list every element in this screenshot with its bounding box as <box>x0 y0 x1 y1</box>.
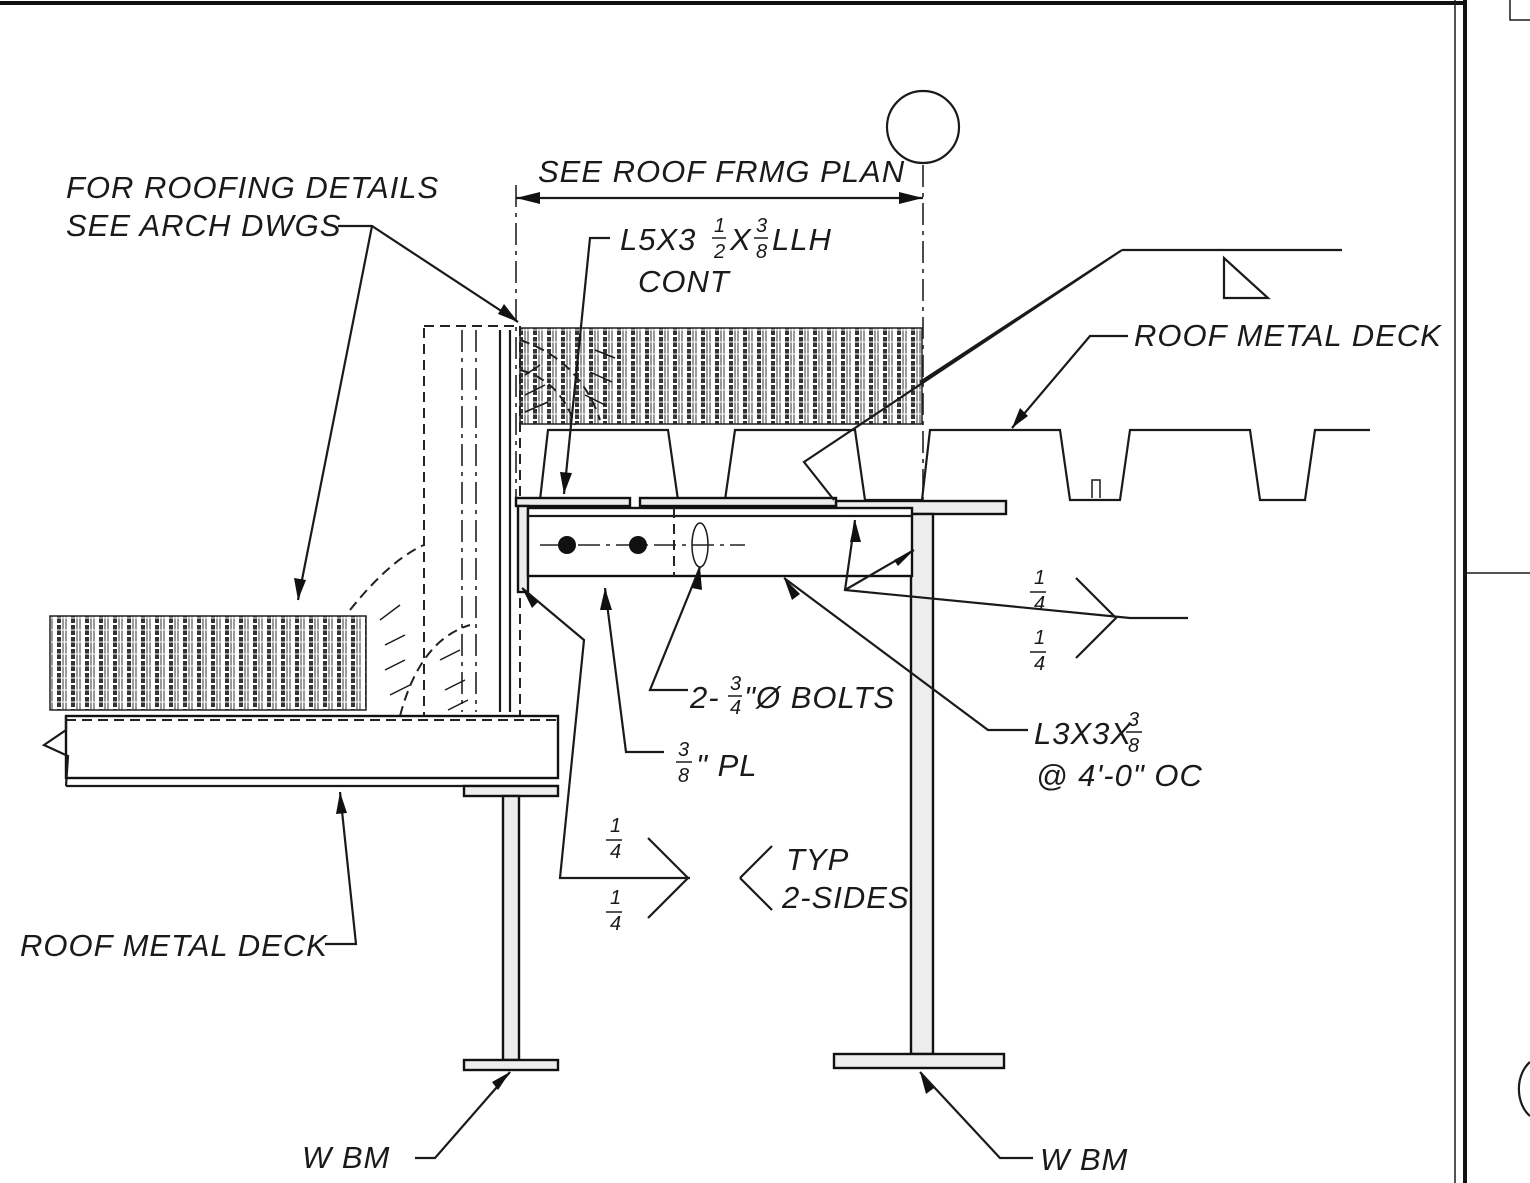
detail-reference-bubble <box>885 89 961 165</box>
bolts-frac-den: 4 <box>730 697 741 719</box>
plate-frac-den: 8 <box>678 765 689 787</box>
left-w-beam <box>462 784 560 1072</box>
bolt <box>629 536 647 554</box>
w-beam-left-label: W BM <box>302 1140 390 1175</box>
weld-upper-top-num: 1 <box>1034 567 1045 589</box>
level-marker <box>1122 248 1342 300</box>
weld-symbol-lower <box>647 837 773 919</box>
clip-frac-den: 8 <box>1128 735 1139 757</box>
see-plan-label: SEE ROOF FRMG PLAN <box>538 154 905 189</box>
weld-lower-top-den: 4 <box>610 841 621 863</box>
clip-angle-spacing: @ 4'-0" OC <box>1036 758 1203 793</box>
weld-upper-bot-den: 4 <box>1034 653 1045 675</box>
frac-three-eighths-den: 8 <box>756 241 767 263</box>
bolts-frac-num: 3 <box>730 673 741 695</box>
cant-strip-lower <box>349 544 471 717</box>
weld-two-sides-label: 2-SIDES <box>781 880 910 915</box>
plate-label: " PL <box>696 748 758 783</box>
weld-lower-bot-num: 1 <box>610 887 621 909</box>
roof-deck-right-label: ROOF METAL DECK <box>1134 318 1442 353</box>
top-angle-label-a: L5X3 <box>620 222 696 257</box>
frac-half-num: 1 <box>714 215 725 237</box>
roofing-note-line2: SEE ARCH DWGS <box>66 208 341 243</box>
right-w-beam <box>832 499 1008 1070</box>
frac-three-eighths-num: 3 <box>756 215 767 237</box>
arrowheads <box>294 304 1028 1094</box>
right-roof-deck <box>920 428 1370 502</box>
deck-stud <box>1091 479 1101 498</box>
frac-half-den: 2 <box>713 241 725 263</box>
weld-symbol-upper <box>1075 577 1118 659</box>
bolt <box>558 536 576 554</box>
top-angle-label-b: X <box>729 222 752 257</box>
top-angle-cont: CONT <box>638 264 731 299</box>
dimension-line <box>515 185 923 500</box>
upper-roof-insulation <box>519 327 923 425</box>
leader-lines <box>296 224 1188 1160</box>
weld-lower-bot-den: 4 <box>610 913 621 935</box>
clip-frac-num: 3 <box>1128 709 1139 731</box>
clip-angle-label: L3X3X <box>1034 716 1132 751</box>
roofing-note-line1: FOR ROOFING DETAILS <box>66 170 439 205</box>
weld-upper-top-den: 4 <box>1034 593 1045 615</box>
weld-upper-bot-num: 1 <box>1034 627 1045 649</box>
bolts-label-a: 2- <box>689 680 720 715</box>
bolts-label-b: "Ø BOLTS <box>744 680 895 715</box>
top-continuous-angle <box>514 496 838 508</box>
roof-deck-left-label: ROOF METAL DECK <box>20 928 328 963</box>
w-beam-right-label: W BM <box>1040 1142 1128 1177</box>
top-angle-label-c: LLH <box>772 222 832 257</box>
weld-lower-top-num: 1 <box>610 815 621 837</box>
lower-roof-insulation <box>49 615 367 711</box>
lower-roof-deck <box>41 714 560 788</box>
weld-typ-label: TYP <box>786 842 849 877</box>
plate-frac-num: 3 <box>678 739 689 761</box>
